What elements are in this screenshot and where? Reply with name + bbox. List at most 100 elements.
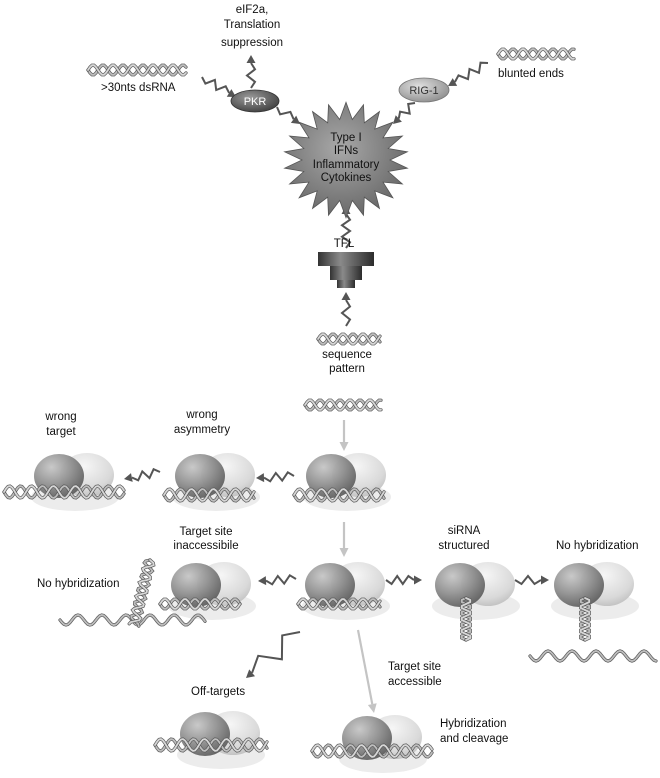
wrong-asymmetry-strand-strand bbox=[163, 488, 255, 502]
no-hybridization-target-strand bbox=[528, 649, 658, 663]
to-inaccessible-signal-head bbox=[258, 576, 267, 586]
incoming-sirna-helix-strand bbox=[304, 399, 382, 411]
target-accessible-label-2: accessible bbox=[388, 676, 442, 688]
dsrna-to-pkr-signal-head bbox=[226, 89, 236, 97]
to-structured-signal-line bbox=[385, 574, 415, 586]
wrong-asymmetry-complex bbox=[175, 453, 255, 498]
dsrna-to-pkr-signal-line bbox=[201, 76, 230, 94]
blunted-to-rig1-signal-line bbox=[454, 61, 489, 83]
cleavage-strand-strand bbox=[311, 744, 433, 758]
cleavage-strand-strand bbox=[311, 744, 433, 758]
sirna-entry-arrow-head bbox=[339, 442, 349, 451]
no-hybridization-complex bbox=[554, 562, 634, 607]
blunted-ends-helix-strand bbox=[497, 48, 575, 60]
to-off-targets-signal-head bbox=[246, 669, 255, 678]
no-hybridization-target-strand-strand bbox=[529, 650, 657, 662]
pkr-node bbox=[230, 89, 280, 113]
rig1-to-ifn-signal bbox=[393, 102, 416, 124]
blunted-to-rig1-signal bbox=[448, 61, 489, 86]
dsrna-helix bbox=[86, 63, 188, 77]
correct-loading-complex bbox=[306, 453, 386, 498]
no-hybridization-stem-strand bbox=[579, 597, 591, 641]
target-inaccessible-label-1: Target site bbox=[179, 526, 232, 538]
inaccessible-strand-strand bbox=[159, 598, 241, 610]
dsrna-helix-strand bbox=[87, 64, 187, 76]
sirna-structured-label-1: siRNA bbox=[448, 525, 481, 537]
ifn-label-4: Cytokines bbox=[321, 172, 372, 184]
sirna-structured-complex bbox=[435, 562, 515, 607]
sirna-entry-arrow bbox=[339, 420, 349, 451]
tfl-to-ifn-signal-line bbox=[340, 213, 352, 249]
pkr-to-ifn-signal-head bbox=[290, 115, 300, 124]
ifn-label-1: Type I bbox=[330, 132, 361, 144]
pkr-label: PKR bbox=[244, 96, 267, 108]
wrong-target-label-1: wrong bbox=[44, 411, 76, 423]
wrong-asymmetry-strand bbox=[162, 487, 256, 503]
correct-loading-strand-strand bbox=[293, 488, 385, 502]
ifn-label-2: IFNs bbox=[334, 145, 359, 157]
pattern-to-tfl-signal-line bbox=[340, 299, 352, 327]
to-off-targets-signal bbox=[246, 631, 301, 678]
loading-to-target-arrow bbox=[339, 522, 349, 557]
blunted-ends-label: blunted ends bbox=[498, 68, 564, 80]
correct-loading-complex-dark-sphere bbox=[306, 454, 356, 498]
to-cleavage-arrow-head bbox=[367, 703, 377, 713]
wrong-asymmetry-to-wrong-target-signal bbox=[124, 467, 161, 482]
dsrna-to-pkr-signal bbox=[201, 76, 236, 97]
sequence-pattern-helix bbox=[316, 332, 382, 346]
incoming-sirna-helix-strand bbox=[304, 399, 382, 411]
inaccessible-complex-dark-sphere bbox=[171, 563, 221, 607]
wrong-target-strand-strand bbox=[3, 485, 125, 499]
active-risc-complex bbox=[305, 562, 385, 607]
wrong-asymmetry-to-wrong-target-signal-line bbox=[131, 467, 161, 482]
inaccessible-hairpin-strand bbox=[128, 559, 155, 625]
off-target-strand-strand bbox=[154, 738, 268, 752]
inaccessible-strand bbox=[158, 597, 242, 611]
active-risc-strand bbox=[296, 597, 382, 611]
tfl-label: TFL bbox=[334, 238, 355, 250]
sirna-structured-stem-strand bbox=[460, 597, 472, 641]
wrong-target-strand bbox=[2, 484, 126, 500]
strand-layer bbox=[2, 47, 658, 759]
rig1-to-ifn-signal-line bbox=[397, 102, 416, 119]
wrong-target-label-2: target bbox=[46, 426, 76, 438]
blunted-ends-helix-strand bbox=[497, 48, 575, 60]
off-target-strand-strand bbox=[154, 738, 268, 752]
off-target-complex-dark-sphere bbox=[180, 712, 230, 756]
sirna-structured-complex-dark-sphere bbox=[435, 563, 485, 607]
correct-to-wrong-asymmetry-signal bbox=[256, 470, 295, 483]
no-hybridization-right-label: No hybridization bbox=[556, 540, 638, 552]
pattern-to-tfl-signal bbox=[340, 292, 352, 327]
to-structured-signal-head bbox=[414, 575, 422, 585]
active-risc-strand-strand bbox=[297, 598, 381, 610]
no-hybridization-complex-dark-sphere bbox=[554, 563, 604, 607]
to-off-targets-signal-line bbox=[251, 631, 301, 674]
hybridization-cleavage-label-1: Hybridization bbox=[440, 718, 506, 730]
no-hybridization-stem-strand bbox=[579, 597, 591, 641]
ifn-label-3: Inflammatory bbox=[313, 159, 380, 171]
cleavage-strand bbox=[310, 743, 434, 759]
rig1-label: RIG-1 bbox=[409, 85, 438, 97]
structured-to-no-hyb-signal-line bbox=[514, 574, 542, 586]
to-cleavage-arrow bbox=[356, 629, 377, 713]
blunted-ends-helix bbox=[496, 47, 576, 61]
pattern-to-tfl-signal-head bbox=[341, 292, 351, 300]
sequence-pattern-label-2: pattern bbox=[329, 363, 365, 375]
inaccessible-hairpin bbox=[127, 558, 156, 628]
structured-to-no-hyb-signal bbox=[514, 574, 549, 586]
rig1-to-ifn-signal-head bbox=[393, 115, 402, 124]
target-inaccessible-label-2: inaccessibile bbox=[173, 540, 238, 552]
sirna-structured-label-2: structured bbox=[438, 540, 489, 552]
sequence-pattern-label-1: sequence bbox=[322, 349, 372, 361]
target-accessible-label-1: Target site bbox=[388, 661, 441, 673]
eif2a-label-3: suppression bbox=[221, 37, 283, 49]
to-cleavage-arrow-line bbox=[356, 629, 374, 705]
correct-to-wrong-asymmetry-signal-line bbox=[263, 470, 295, 483]
no-hybridization-stem bbox=[579, 596, 591, 642]
structured-to-no-hyb-signal-head bbox=[541, 575, 549, 585]
labels: eIF2a, Translation suppression >30nts ds… bbox=[37, 4, 638, 745]
off-target-strand bbox=[153, 737, 269, 753]
shadow-layer bbox=[31, 483, 639, 773]
wrong-asymmetry-complex-dark-sphere bbox=[175, 454, 225, 498]
sirna-structured-stem bbox=[460, 596, 472, 642]
